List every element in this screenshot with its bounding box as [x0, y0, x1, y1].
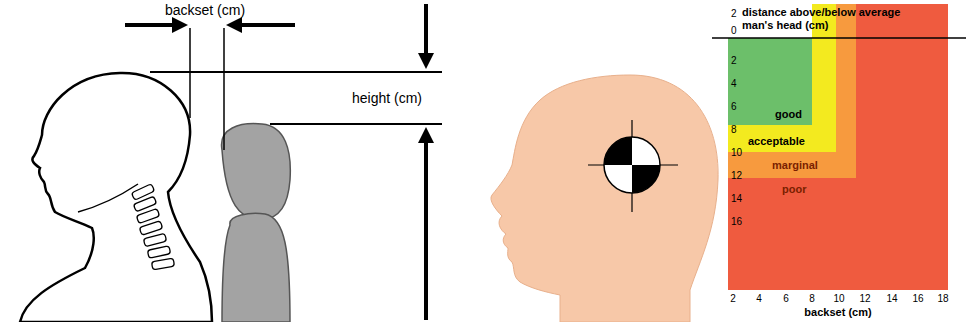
dimension-line	[150, 71, 442, 73]
vertebra	[139, 221, 162, 235]
average-head-line	[712, 37, 966, 39]
tick-label: 6	[783, 293, 789, 305]
target-quadrant	[604, 137, 632, 165]
dimension-arrow	[125, 23, 176, 27]
tick-label: 16	[912, 293, 923, 305]
dimension-line	[270, 123, 442, 125]
tick-label: 6	[731, 101, 737, 113]
vertebra	[143, 233, 166, 246]
zone-label: marginal	[772, 159, 818, 172]
arrowhead	[172, 17, 188, 33]
vertebra	[147, 246, 170, 258]
arrowhead	[226, 17, 242, 33]
axis-title: backset (cm)	[804, 306, 871, 319]
dimension-line	[223, 28, 225, 150]
target-quadrant	[632, 165, 660, 193]
tick-label: 8	[731, 124, 737, 136]
target-circle	[604, 137, 660, 193]
target-symbol	[588, 120, 678, 212]
tick-label: 2	[731, 8, 737, 20]
tick-label: 10	[731, 147, 742, 159]
tick-label: 10	[833, 293, 844, 305]
tick-label: 8	[809, 293, 815, 305]
head-profile	[491, 75, 718, 322]
dimension-arrow	[424, 4, 428, 56]
jaw-line	[78, 184, 138, 212]
tick-label: 12	[859, 293, 870, 305]
zone-label: acceptable	[748, 135, 805, 148]
tick-label: 16	[731, 216, 742, 228]
arrowhead	[418, 53, 434, 69]
tick-label: 2	[730, 293, 736, 305]
tick-label: 12	[731, 170, 742, 182]
tick-label: 4	[731, 78, 737, 90]
tick-label: 14	[731, 193, 742, 205]
seat-back	[222, 213, 290, 322]
tick-label: 14	[886, 293, 897, 305]
tick-label: 4	[756, 293, 762, 305]
axis-title: distance above/below average man's head …	[742, 6, 902, 32]
dimension-arrow	[238, 23, 295, 27]
vertebrae	[131, 184, 174, 270]
vertebra	[151, 258, 174, 270]
dimension-label: height (cm)	[352, 90, 422, 107]
zone-label: poor	[782, 183, 806, 196]
tick-label: 18	[937, 293, 948, 305]
tick-label: 0	[731, 25, 737, 37]
vertebra	[136, 208, 159, 223]
dimension-label: backset (cm)	[165, 2, 245, 19]
person-silhouette	[20, 73, 212, 322]
poor-zone	[728, 4, 948, 290]
tick-label: 2	[731, 55, 737, 67]
arrowhead	[418, 127, 434, 143]
dimension-arrow	[424, 142, 428, 320]
zone-label: good	[775, 108, 802, 121]
head-restraint	[222, 124, 291, 220]
